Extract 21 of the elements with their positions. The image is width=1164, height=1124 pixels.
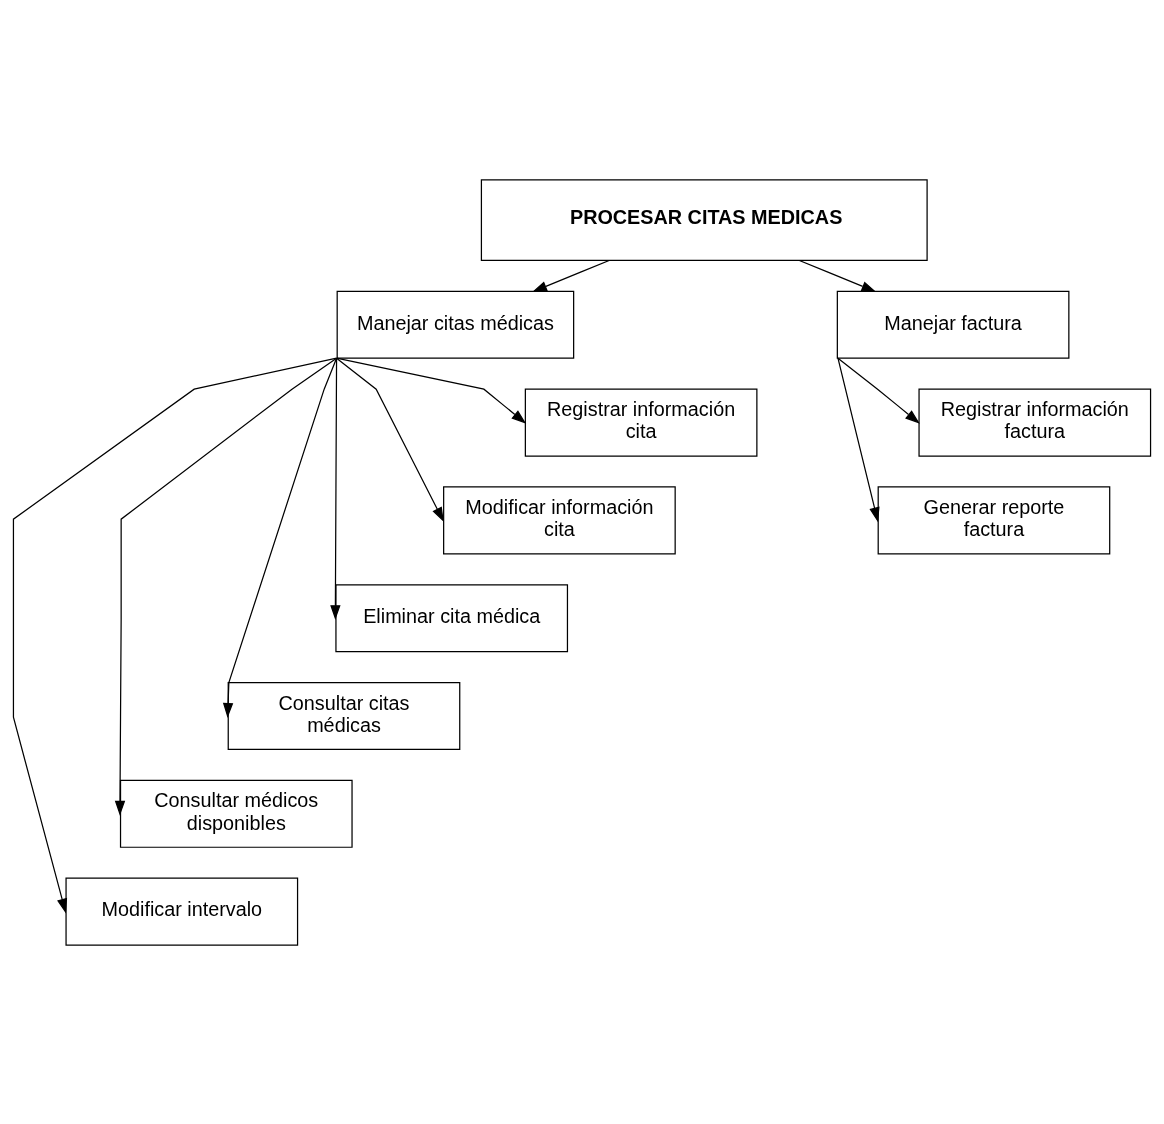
node-box: Modificar información cita — [443, 485, 676, 554]
node-box: Registrar información cita — [524, 388, 758, 457]
arrow — [837, 357, 880, 522]
arrow — [335, 357, 444, 522]
node-box: Consultar médicos disponibles — [119, 779, 353, 848]
arrow — [114, 357, 338, 816]
arrow — [335, 357, 527, 424]
node-box: PROCESAR CITAS MEDICAS — [480, 178, 928, 261]
arrow — [798, 259, 877, 292]
node-box: Consultar citas médicas — [227, 681, 461, 750]
node-box: Eliminar cita médica — [335, 583, 569, 652]
node-box: Manejar citas médicas — [336, 290, 575, 359]
node-box: Manejar factura — [836, 290, 1070, 359]
node-box: Generar reporte factura — [877, 485, 1111, 554]
node-box: Registrar información factura — [918, 388, 1152, 457]
arrow — [837, 357, 920, 424]
arrow — [222, 357, 338, 718]
arrow — [330, 357, 341, 620]
arrow — [12, 357, 338, 913]
node-box: Modificar intervalo — [65, 877, 299, 946]
arrow — [532, 259, 610, 292]
